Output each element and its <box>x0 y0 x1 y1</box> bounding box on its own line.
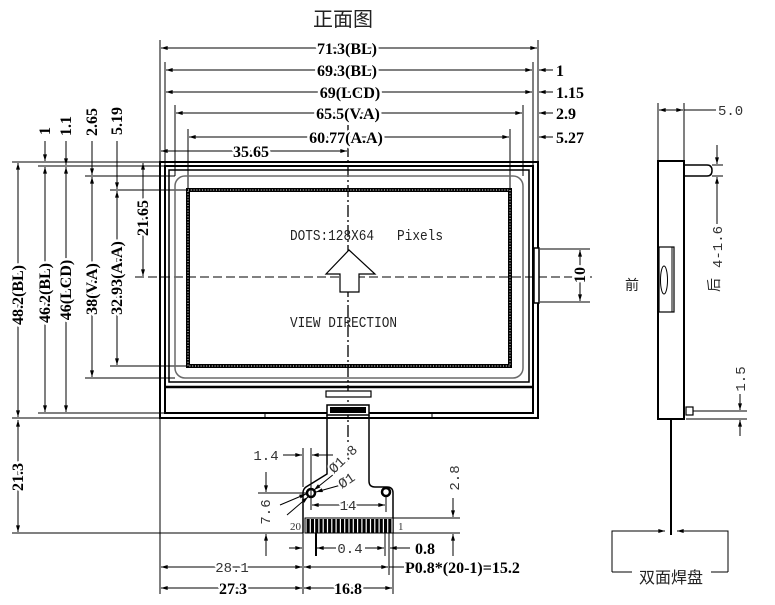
dim-height-lcd: 46(LCD) <box>58 260 75 320</box>
ic-outline <box>325 390 372 398</box>
drawing-title: 正面图 <box>313 7 373 31</box>
dim-hole-height: 7.6 <box>259 499 275 524</box>
leader-line <box>286 496 309 516</box>
dim-width-lcd: 69(LCD) <box>320 85 380 102</box>
fpc-pad <box>375 519 379 533</box>
dim-width-bl-outer: 71.3(BL) <box>317 41 377 58</box>
fpc-extension-lines <box>258 448 460 594</box>
dim-top-margin-1: 1 <box>37 127 54 135</box>
pad-note-bracket-right <box>677 529 729 572</box>
side-bottom-pad <box>685 406 694 416</box>
dim-offset-27-3: 27.3 <box>219 581 247 598</box>
dim-width-bl-inner: 69.3(BL) <box>317 63 377 80</box>
top-margin-dimensions: 1 1.1 2.65 5.19 <box>35 105 129 189</box>
dim-pin: 4-1.6 <box>711 226 727 268</box>
leader-line <box>313 473 335 491</box>
dim-right-margin-4: 5.27 <box>556 130 584 147</box>
fpc-pad <box>349 519 353 533</box>
dim-edge-to-hole: 1.4 <box>253 449 278 465</box>
dim-thickness: 5.0 <box>718 104 743 120</box>
fpc-pad <box>315 519 319 533</box>
pin-label-right: 1 <box>398 521 404 533</box>
fpc-pad <box>371 519 375 533</box>
dim-fpc-drop: 21.3 <box>10 463 27 491</box>
display-dots-label: DOTS:128X64 <box>290 228 374 245</box>
fpc-pad <box>319 519 323 533</box>
fpc-pad <box>310 519 314 533</box>
dim-height-bl-outer: 48.2(BL) <box>10 265 27 325</box>
side-connector-slot <box>660 265 668 295</box>
dim-fpc-thickness: 1.5 <box>734 366 750 391</box>
dim-hole-pitch: 14 <box>340 499 357 515</box>
dim-right-margin-2: 1.15 <box>556 85 584 102</box>
fpc-bond-fill <box>330 407 366 413</box>
fpc-pad <box>362 519 366 533</box>
dim-center-y: 21.65 <box>135 200 152 236</box>
connector-tab <box>533 247 540 304</box>
side-connector <box>658 246 675 313</box>
fpc-pad <box>353 519 357 533</box>
display-pixels-label: Pixels <box>397 228 443 245</box>
dim-offset-28-1: 28.1 <box>215 561 249 577</box>
right-margin-dimensions: 1 1.15 2.9 5.27 <box>539 61 587 150</box>
leader-line <box>315 484 342 493</box>
dim-top-margin-2: 1.1 <box>58 116 75 136</box>
dim-width-aa: 60.77(A.A) <box>309 130 383 147</box>
dim-top-margin-4: 5.19 <box>109 107 126 135</box>
dim-pad-pitch: 0.8 <box>415 541 435 558</box>
fpc-pad <box>341 519 345 533</box>
view-direction-arrow-icon <box>324 249 377 293</box>
side-view: 5.0 4-1.6 后 前 1.5 双面焊盘 <box>611 102 752 587</box>
fpc-pad <box>332 519 336 533</box>
dim-right-margin-3: 2.9 <box>556 106 576 123</box>
width-dimensions: 71.3(BL) 69.3(BL) 69(LCD) 65.5(V.A) 60.7… <box>161 39 537 164</box>
height-dimensions: 48.2(BL) 46.2(BL) 46(LCD) 38(V.A) 32.93(… <box>8 163 155 532</box>
pad-note: 双面焊盘 <box>639 568 703 587</box>
fpc-pad <box>366 519 370 533</box>
dim-right-margin-1: 1 <box>556 63 564 80</box>
back-label: 后 <box>707 278 723 292</box>
dim-connector-tab: 10 <box>572 267 589 283</box>
fpc-pad <box>306 519 310 533</box>
side-pin <box>685 164 713 177</box>
dim-height-bl-inner: 46.2(BL) <box>37 263 54 323</box>
lcd-glass <box>168 169 530 383</box>
fpc-pad <box>384 519 388 533</box>
fpc-pads <box>306 519 392 533</box>
fpc-pad <box>388 519 392 533</box>
dim-top-margin-3: 2.65 <box>84 108 101 136</box>
pin-label-left: 20 <box>290 521 302 533</box>
fpc-right-edge <box>368 415 394 533</box>
fpc-pad <box>336 519 340 533</box>
dim-height-aa: 32.93(A.A) <box>109 241 126 315</box>
dim-pad-width: 0.4 <box>337 542 362 558</box>
dim-width-va: 65.5(V.A) <box>316 106 380 123</box>
leader-line <box>279 493 307 506</box>
front-view: DOTS:128X64 Pixels VIEW DIRECTION 71.3(B… <box>8 39 592 594</box>
dim-pad-length: 2.8 <box>448 465 464 490</box>
fpc-pad <box>328 519 332 533</box>
fpc-pad <box>379 519 383 533</box>
front-label: 前 <box>625 277 639 294</box>
dim-center-x: 35.65 <box>233 144 269 161</box>
fpc-hole-right <box>380 486 392 498</box>
dim-pitch-formula: P0.8*(20-1)=15.2 <box>405 560 520 577</box>
fpc-pad <box>358 519 362 533</box>
active-area-dots <box>187 189 511 367</box>
dim-height-va: 38(V.A) <box>84 263 101 315</box>
pad-note-bracket-left <box>611 529 665 572</box>
fpc-pad-area <box>304 517 394 534</box>
dim-fpc-width: 16.8 <box>334 581 362 598</box>
fpc-pad <box>323 519 327 533</box>
viewing-area <box>174 175 524 379</box>
view-direction-label: VIEW DIRECTION <box>290 315 397 332</box>
fpc-pad <box>345 519 349 533</box>
